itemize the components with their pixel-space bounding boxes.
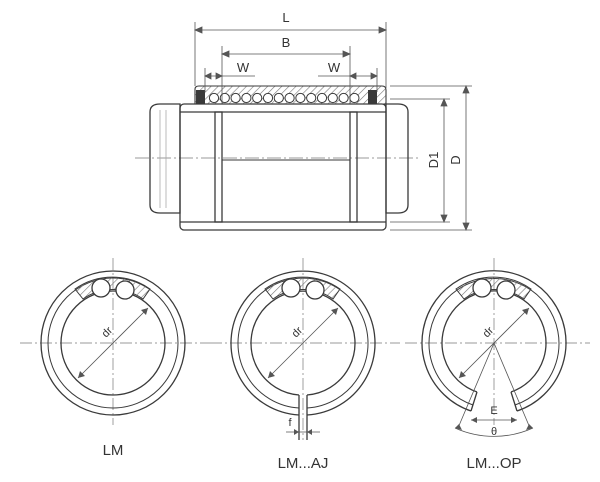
- seal-left: [196, 90, 205, 104]
- dimensions: [193, 22, 472, 232]
- ball: [252, 92, 263, 104]
- section-LM: [20, 258, 210, 425]
- ball: [208, 92, 220, 104]
- caption-LM-AJ: LM...AJ: [278, 455, 329, 472]
- seal-right: [368, 90, 377, 104]
- caption-LM-OP: LM...OP: [466, 455, 521, 472]
- ball: [219, 92, 230, 104]
- bore: [441, 290, 547, 393]
- opening-edge-left: [470, 391, 478, 412]
- caption-LM: LM: [103, 442, 124, 459]
- ball: [273, 92, 284, 104]
- ball: [262, 92, 274, 104]
- label-D: D: [448, 155, 463, 164]
- ball-row: [208, 92, 360, 104]
- bearing-body: [179, 103, 387, 231]
- angle-label-theta: θ: [491, 426, 497, 438]
- hatched-arc: [455, 276, 532, 300]
- label-D1: D1: [426, 152, 441, 169]
- groove-left: [214, 111, 223, 223]
- ball: [295, 92, 306, 104]
- outer-ring: [40, 270, 186, 416]
- outer-ring: [230, 270, 376, 416]
- slot-label-f: f: [288, 417, 292, 429]
- sleeve-left-end: [149, 103, 181, 214]
- section-LM-OP: [405, 258, 590, 437]
- section-LM-AJ: [210, 258, 400, 440]
- label-B: B: [282, 35, 291, 50]
- ball: [91, 278, 111, 298]
- label-W-left: W: [237, 60, 250, 75]
- ball: [472, 278, 492, 298]
- ball: [327, 92, 338, 104]
- label-W-right: W: [328, 60, 341, 75]
- dim-arc-theta: [454, 427, 534, 437]
- ball: [281, 278, 301, 298]
- bore: [250, 290, 356, 396]
- ball: [115, 280, 135, 300]
- ball: [349, 92, 360, 104]
- sleeve-right-end: [385, 103, 409, 214]
- ball: [305, 280, 325, 300]
- bore: [60, 290, 166, 396]
- ball: [316, 92, 328, 104]
- side-view: [135, 85, 420, 231]
- ball: [230, 92, 241, 104]
- groove-right: [349, 111, 358, 223]
- ball: [338, 92, 349, 104]
- ball: [284, 92, 295, 104]
- hatched-arc: [74, 276, 151, 300]
- ball: [241, 92, 252, 104]
- label-L: L: [282, 10, 289, 25]
- opening-edge-right: [510, 391, 518, 412]
- outer-ring: [421, 270, 567, 412]
- ball: [306, 92, 317, 104]
- hatched-arc: [264, 276, 341, 300]
- opening-label-E: E: [490, 405, 497, 417]
- ball: [496, 280, 516, 300]
- dimension-labels: L B W W D1 D: [237, 10, 463, 168]
